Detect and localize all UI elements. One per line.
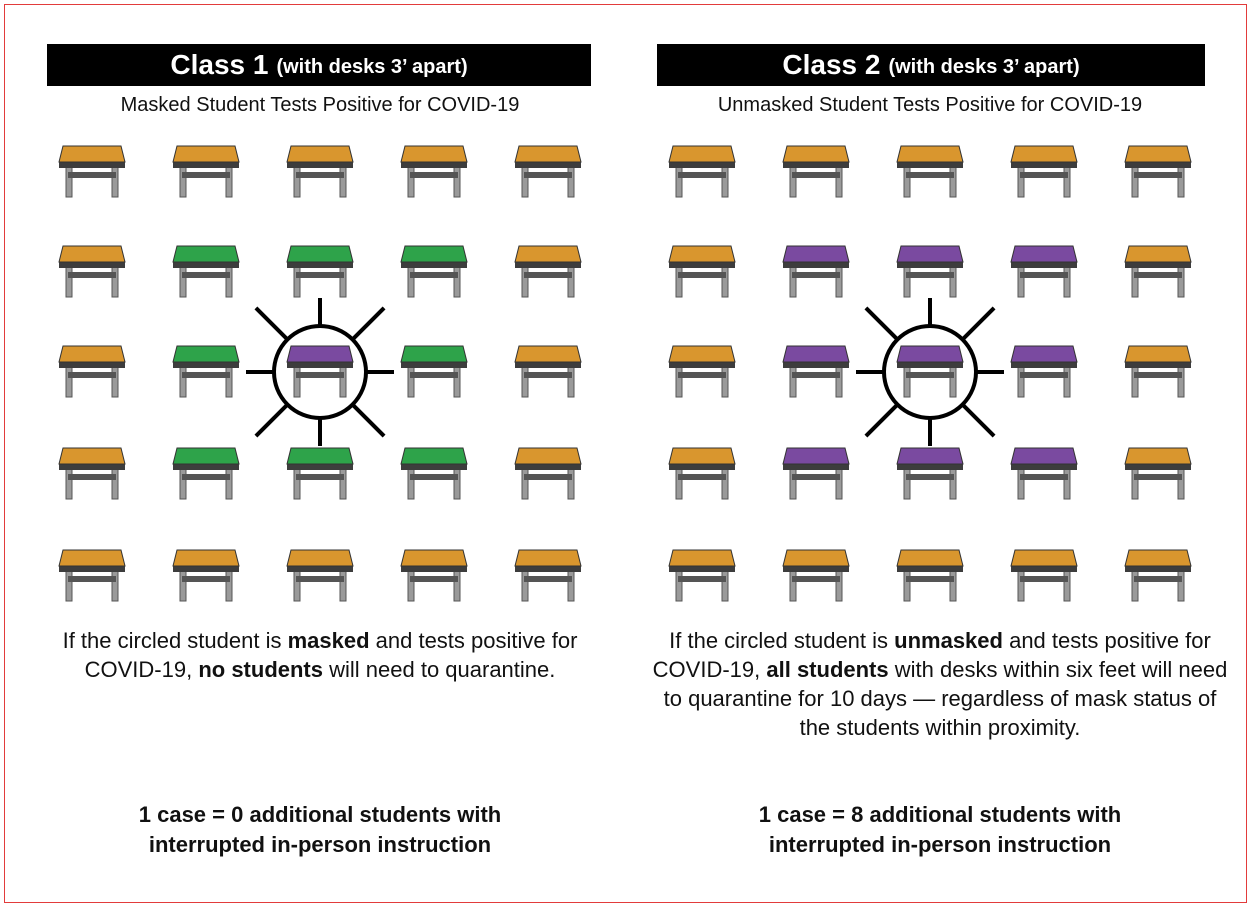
desk-0-0: [58, 145, 126, 198]
desk-4-1: [172, 549, 240, 602]
desk-0-4: [1124, 145, 1192, 198]
desc-bold-students: no students: [198, 657, 323, 682]
class-1-title-bar: Class 1 (with desks 3’ apart): [47, 44, 591, 86]
exposure-spoke-5: [350, 306, 386, 342]
class-2-subtitle: Unmasked Student Tests Positive for COVI…: [717, 94, 1143, 116]
class-2-title-bar: Class 2 (with desks 3’ apart): [657, 44, 1205, 86]
desk-2-3: [1010, 345, 1078, 398]
class-2-desk-grid: [668, 145, 1192, 602]
desc-text: with desks within six feet will need to …: [663, 657, 1228, 740]
desk-3-3: [1010, 447, 1078, 500]
desk-3-2: [286, 447, 354, 500]
desk-4-1: [782, 549, 850, 602]
class-1-title-suffix: (with desks 3’ apart): [276, 55, 468, 78]
class-2-title-suffix: (with desks 3’ apart): [888, 55, 1080, 78]
desk-3-4: [1124, 447, 1192, 500]
exposure-spoke-4: [254, 306, 290, 342]
desk-3-1: [782, 447, 850, 500]
desk-4-2: [896, 549, 964, 602]
class-2-panel: Class 2 (with desks 3’ apart) Unmasked S…: [610, 0, 1227, 907]
desc-bold-masked: masked: [287, 628, 370, 653]
desk-0-4: [514, 145, 582, 198]
exposure-spoke-6: [254, 402, 290, 438]
exposure-spoke-6: [864, 402, 900, 438]
desk-4-2: [286, 549, 354, 602]
desk-1-0: [668, 245, 736, 298]
desk-1-0: [58, 245, 126, 298]
desk-1-1: [172, 245, 240, 298]
desc-text: If the circled student is: [669, 628, 895, 653]
class-1-title: Class 1: [170, 49, 269, 80]
desk-2-3: [400, 345, 468, 398]
desk-0-2: [896, 145, 964, 198]
desc-bold-unmasked: unmasked: [894, 628, 1003, 653]
class-2-title: Class 2: [782, 49, 881, 80]
desk-4-4: [514, 549, 582, 602]
desk-2-1: [782, 345, 850, 398]
desk-3-3: [400, 447, 468, 500]
desk-3-0: [668, 447, 736, 500]
desk-1-3: [400, 245, 468, 298]
desc-text: and tests positive for COVID-19,: [652, 628, 1211, 682]
desk-2-2: [896, 345, 964, 398]
desk-1-3: [1010, 245, 1078, 298]
class-1-subtitle: Masked Student Tests Positive for COVID-…: [120, 94, 520, 116]
desk-0-0: [668, 145, 736, 198]
desk-0-1: [782, 145, 850, 198]
desk-3-0: [58, 447, 126, 500]
desk-2-4: [1124, 345, 1192, 398]
desk-0-3: [1010, 145, 1078, 198]
summary-line-1: 1 case = 0 additional students with: [138, 802, 502, 827]
desk-2-4: [514, 345, 582, 398]
image-frame: [4, 4, 1247, 903]
class-1-desk-grid: [58, 145, 582, 602]
desk-2-1: [172, 345, 240, 398]
class-1-summary: 1 case = 0 additional students with inte…: [55, 800, 585, 860]
summary-line-2: interrupted in-person instruction: [768, 832, 1112, 857]
class-1-description: If the circled student is masked and tes…: [55, 626, 585, 684]
desk-0-2: [286, 145, 354, 198]
desk-3-2: [896, 447, 964, 500]
desk-1-1: [782, 245, 850, 298]
desk-1-4: [514, 245, 582, 298]
desc-text: will need to quarantine.: [323, 657, 556, 682]
desk-4-4: [1124, 549, 1192, 602]
desk-2-2: [286, 345, 354, 398]
desk-0-1: [172, 145, 240, 198]
class-2-summary: 1 case = 8 additional students with inte…: [650, 800, 1230, 860]
desk-1-2: [896, 245, 964, 298]
desc-text: If the circled student is: [62, 628, 288, 653]
exposure-spoke-4: [864, 306, 900, 342]
desk-3-1: [172, 447, 240, 500]
desk-4-3: [1010, 549, 1078, 602]
class-1-panel: Class 1 (with desks 3’ apart) Masked Stu…: [0, 0, 600, 907]
summary-line-2: interrupted in-person instruction: [148, 832, 492, 857]
summary-line-1: 1 case = 8 additional students with: [758, 802, 1122, 827]
desk-4-0: [668, 549, 736, 602]
desk-2-0: [58, 345, 126, 398]
desc-text: and tests positive for COVID-19,: [84, 628, 578, 682]
desk-3-4: [514, 447, 582, 500]
desk-2-0: [668, 345, 736, 398]
desk-0-3: [400, 145, 468, 198]
desk-4-0: [58, 549, 126, 602]
class-2-description: If the circled student is unmasked and t…: [650, 626, 1230, 742]
exposure-spoke-5: [960, 306, 996, 342]
exposure-spoke-7: [350, 402, 386, 438]
desk-1-2: [286, 245, 354, 298]
desk-1-4: [1124, 245, 1192, 298]
desc-bold-students: all students: [766, 657, 889, 682]
desk-4-3: [400, 549, 468, 602]
exposure-spoke-7: [960, 402, 996, 438]
